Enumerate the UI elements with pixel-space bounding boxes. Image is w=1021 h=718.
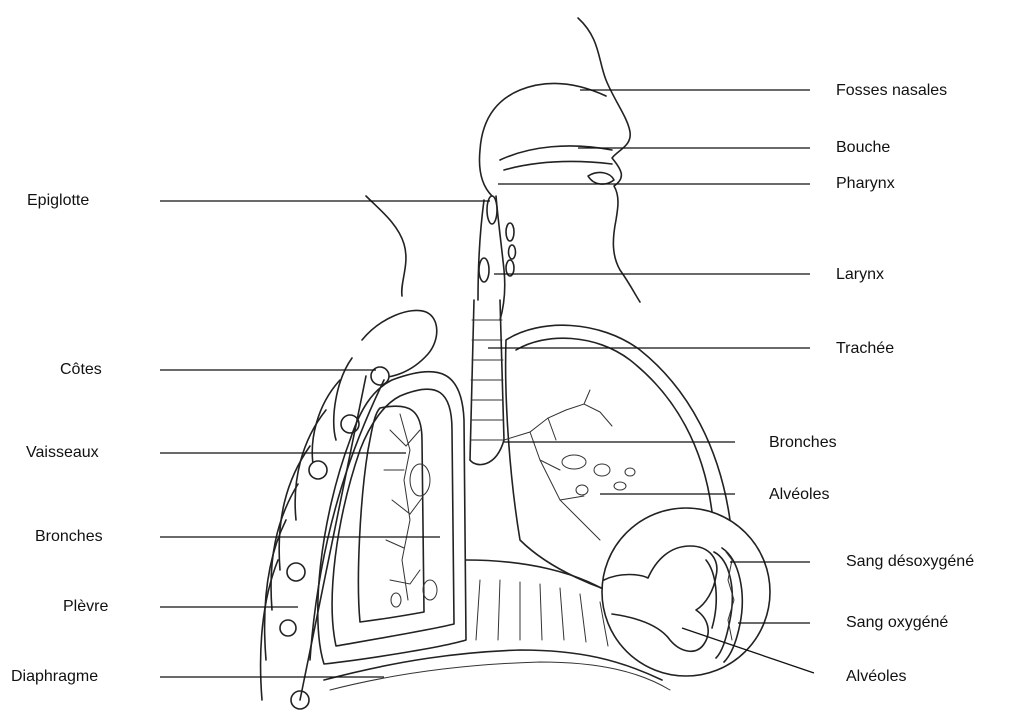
trachea-drawing — [470, 300, 504, 465]
label-sang-desoxygene: Sang désoxygéné — [846, 553, 974, 571]
alveolus-magnifier — [602, 508, 770, 676]
label-epiglotte: Epiglotte — [27, 192, 89, 210]
label-cotes: Côtes — [60, 361, 102, 379]
label-larynx: Larynx — [836, 266, 884, 284]
label-bronches-right: Bronches — [769, 434, 837, 452]
label-sang-oxygene: Sang oxygéné — [846, 614, 948, 632]
label-alveoles-bottom: Alvéoles — [846, 668, 906, 686]
label-bronches-left: Bronches — [35, 528, 103, 546]
head-profile — [366, 18, 640, 320]
label-pharynx: Pharynx — [836, 175, 895, 193]
label-alveoles-right: Alvéoles — [769, 486, 829, 504]
label-diaphragme: Diaphragme — [11, 668, 98, 686]
label-vaisseaux: Vaisseaux — [26, 444, 99, 462]
label-fosses-nasales: Fosses nasales — [836, 82, 947, 100]
label-plevre: Plèvre — [63, 598, 108, 616]
label-bouche: Bouche — [836, 139, 890, 157]
label-trachee: Trachée — [836, 340, 894, 358]
left-lung — [318, 372, 466, 664]
